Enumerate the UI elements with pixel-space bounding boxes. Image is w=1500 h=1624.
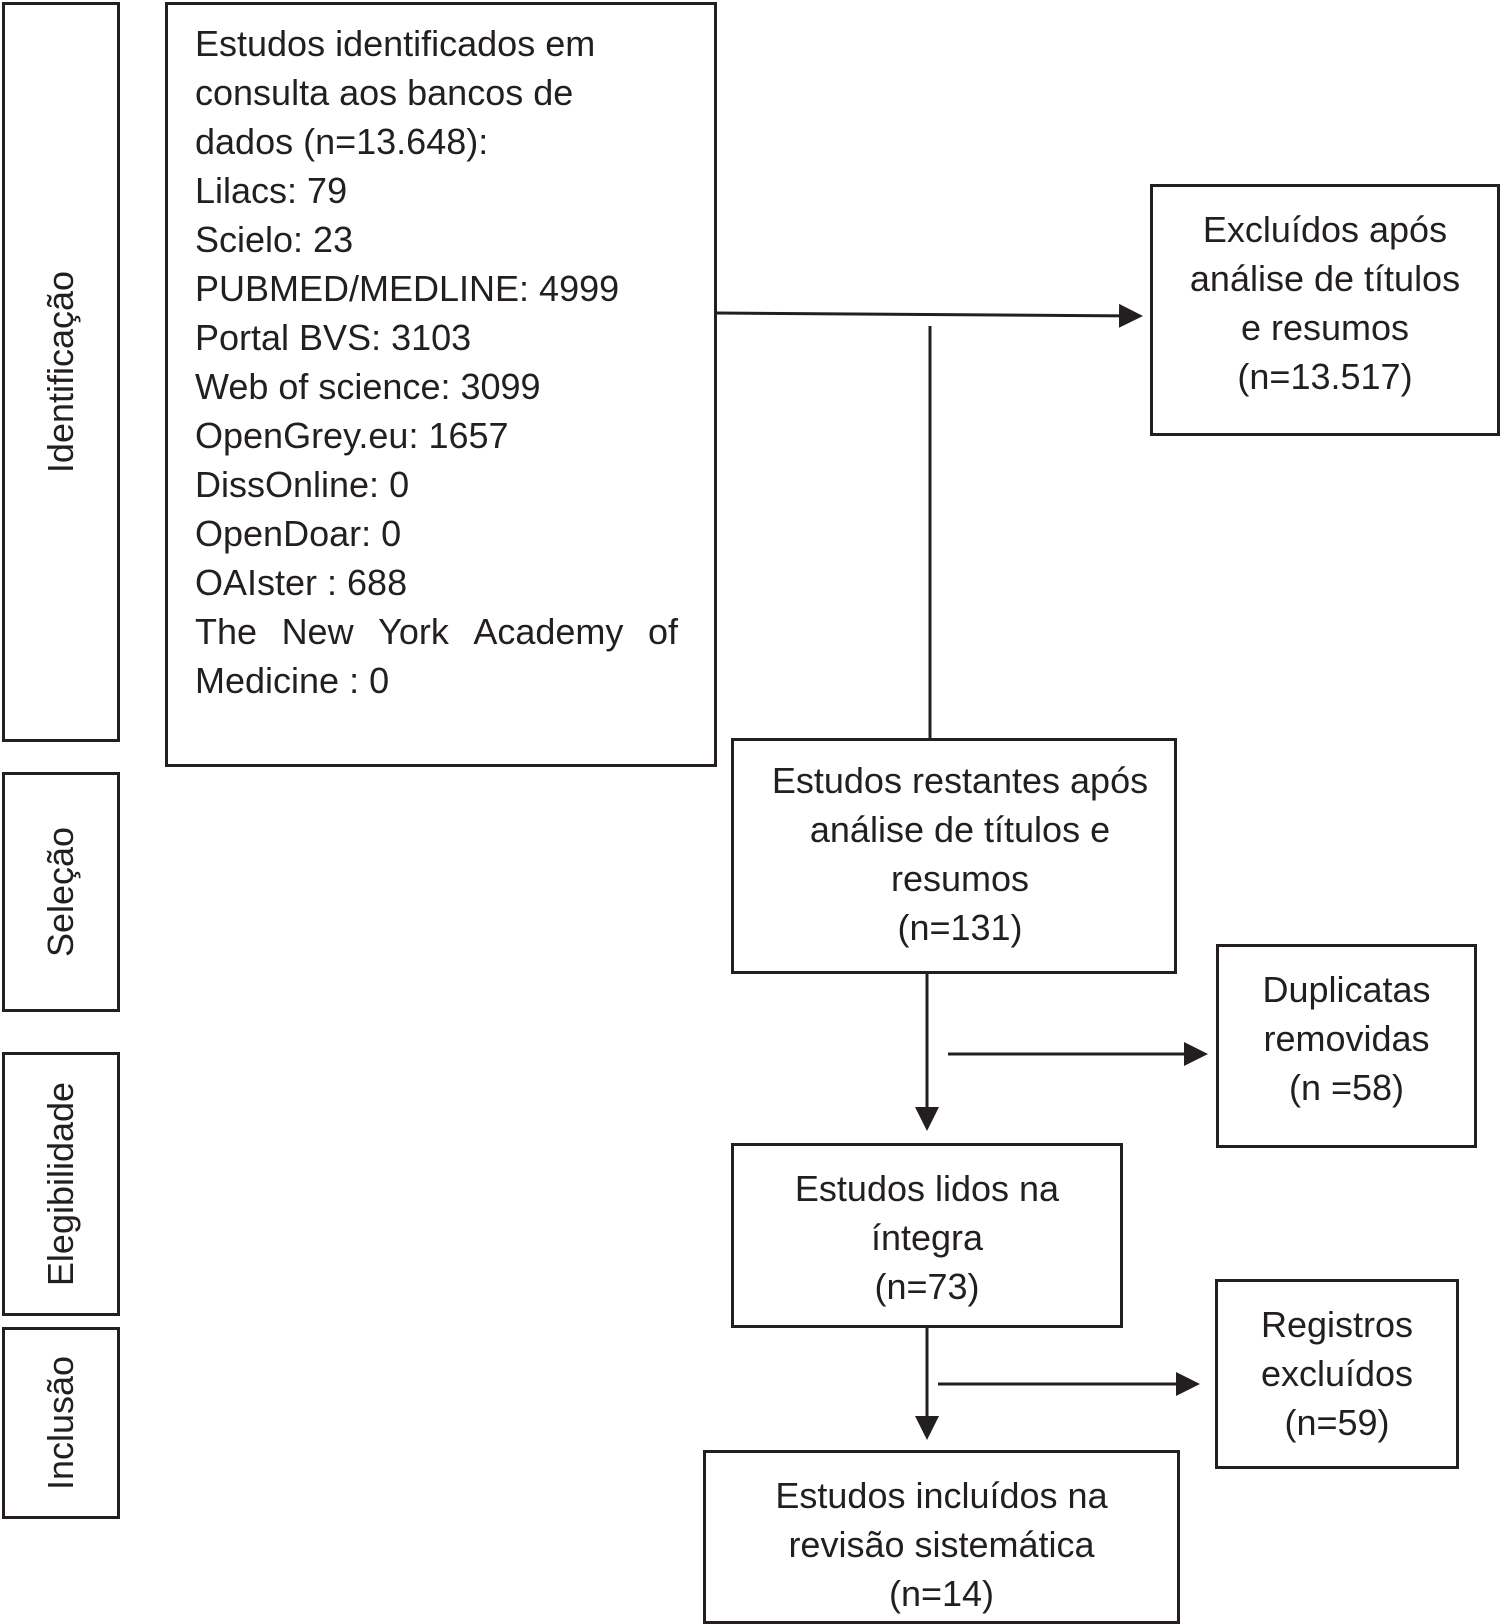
nyam-word: New <box>281 611 354 652</box>
source-item: OAIster : 688 <box>195 562 408 603</box>
duplicates-line: (n =58) <box>1288 1067 1405 1108</box>
full-read-line: Estudos lidos na <box>794 1168 1060 1209</box>
nyam-word: York <box>378 611 449 652</box>
records-excluded-line: (n=59) <box>1284 1402 1390 1443</box>
arrow-to-excluded-titles <box>716 303 1143 328</box>
source-item: Lilacs: 79 <box>195 170 348 211</box>
nyam-word: of <box>647 611 678 652</box>
stage-selecao: Seleção <box>2 772 120 1012</box>
identified-studies-box: Estudos identificados em consulta aos ba… <box>165 2 717 767</box>
records-excluded-line: Registros <box>1260 1304 1414 1345</box>
source-item-nyam-end: Medicine : 0 <box>195 660 390 701</box>
full-read-line: íntegra <box>870 1217 984 1258</box>
identified-header-line: Estudos identificados em <box>195 23 596 64</box>
excluded-titles-box: Excluídos após análise de títulos e resu… <box>1150 184 1500 436</box>
excluded-titles-line: Excluídos após <box>1202 209 1448 250</box>
stage-elegibilidade: Elegibilidade <box>2 1052 120 1316</box>
source-item: OpenDoar: 0 <box>195 513 402 554</box>
remaining-line: (n=131) <box>897 907 1023 948</box>
identified-header-line: dados (n=13.648): <box>195 121 489 162</box>
source-item: OpenGrey.eu: 1657 <box>195 415 509 456</box>
included-line: revisão sistemática <box>788 1524 1095 1565</box>
source-item-nyam: The New York Academy of <box>195 607 678 656</box>
excluded-titles-line: análise de títulos <box>1189 258 1461 299</box>
remaining-studies-box: Estudos restantes após análise de título… <box>731 738 1177 974</box>
duplicates-box: Duplicatas removidas (n =58) <box>1216 944 1477 1148</box>
nyam-word: Academy <box>473 611 624 652</box>
included-line: Estudos incluídos na <box>775 1475 1108 1516</box>
nyam-word: The <box>195 611 258 652</box>
stage-identificacao: Identificação <box>2 2 120 742</box>
included-box: Estudos incluídos na revisão sistemática… <box>703 1450 1180 1624</box>
remaining-line: Estudos restantes após <box>771 760 1149 801</box>
records-excluded-box: Registros excluídos (n=59) <box>1215 1279 1459 1469</box>
excluded-titles-line: e resumos <box>1240 307 1410 348</box>
full-read-box: Estudos lidos na íntegra (n=73) <box>731 1143 1123 1328</box>
source-item: Portal BVS: 3103 <box>195 317 472 358</box>
records-excluded-line: excluídos <box>1260 1353 1414 1394</box>
included-line: (n=14) <box>888 1573 995 1614</box>
full-read-line: (n=73) <box>874 1266 980 1307</box>
source-item: PUBMED/MEDLINE: 4999 <box>195 268 620 309</box>
source-item: DissOnline: 0 <box>195 464 410 505</box>
source-item: Scielo: 23 <box>195 219 354 260</box>
source-item: Web of science: 3099 <box>195 366 541 407</box>
remaining-line: análise de títulos e <box>809 809 1111 850</box>
excluded-titles-line: (n=13.517) <box>1237 356 1413 397</box>
duplicates-line: removidas <box>1263 1018 1430 1059</box>
remaining-line: resumos <box>890 858 1030 899</box>
identified-header-line: consulta aos bancos de <box>195 72 574 113</box>
duplicates-line: Duplicatas <box>1262 969 1431 1010</box>
stage-inclusao: Inclusão <box>2 1327 120 1519</box>
